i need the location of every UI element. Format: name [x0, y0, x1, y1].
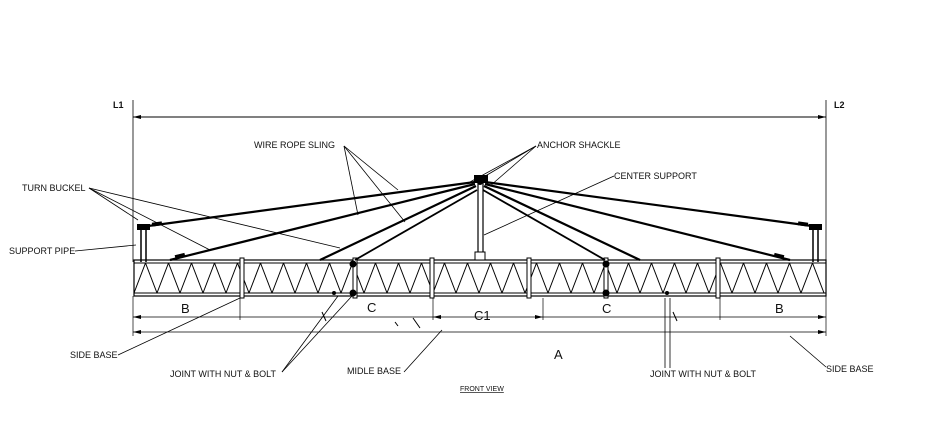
- center-support-label: CENTER SUPPORT: [614, 171, 697, 181]
- truss-diagonal: [743, 262, 756, 294]
- truss-diagonal: [271, 262, 284, 294]
- truss-diagonal: [754, 262, 767, 294]
- truss-diagonal: [179, 262, 192, 294]
- dim-c1: C1: [474, 308, 491, 323]
- joint-bolts: [332, 260, 669, 297]
- truss-diagonal: [800, 262, 813, 294]
- l2-label: L2: [834, 100, 845, 110]
- truss-diagonals: [133, 262, 825, 294]
- truss-diagonal: [444, 262, 457, 294]
- truss-diagonal: [777, 262, 790, 294]
- truss-diagonal: [467, 262, 480, 294]
- front-view-title: FRONT VIEW: [460, 386, 504, 393]
- dim-c-left: C: [367, 300, 376, 315]
- truss-diagonal: [582, 262, 595, 294]
- l1-label: L1: [113, 100, 124, 110]
- truss-diagonal: [766, 262, 779, 294]
- anchor-shackle-label: ANCHOR SHACKLE: [537, 140, 621, 150]
- dim-c-right: C: [602, 301, 611, 316]
- turn-buckel-label: TURN BUCKEL: [22, 183, 86, 193]
- truss-diagonal: [329, 262, 342, 294]
- truss-diagonal: [559, 262, 572, 294]
- truss-diagonal: [536, 262, 549, 294]
- truss-diagonal: [133, 262, 146, 294]
- truss-diagonal: [386, 262, 399, 294]
- side-base-right-label: SIDE BASE: [826, 364, 874, 374]
- truss-diagonal: [156, 262, 169, 294]
- leader-lines: [74, 145, 827, 373]
- truss-diagonal: [720, 262, 733, 294]
- truss-diagonal: [547, 262, 560, 294]
- truss-diagonal: [260, 262, 273, 294]
- truss-diagonal: [363, 262, 376, 294]
- truss-diagonal: [306, 262, 319, 294]
- truss-diagonal: [340, 262, 353, 294]
- truss-diagonal: [225, 262, 238, 294]
- truss-diagonal: [697, 262, 710, 294]
- truss-diagonal: [455, 262, 468, 294]
- wire-rope-slings: [147, 179, 813, 262]
- truss-diagonal: [616, 262, 629, 294]
- joint-left-label: JOINT WITH NUT & BOLT: [170, 369, 277, 379]
- truss-diagonal: [789, 262, 802, 294]
- truss-diagonal: [674, 262, 687, 294]
- truss-diagonal: [662, 262, 675, 294]
- truss-diagonal: [145, 262, 158, 294]
- truss-diagonal: [214, 262, 227, 294]
- wire-rope-sling-label: WIRE ROPE SLING: [254, 140, 335, 150]
- truss-beam: [133, 257, 827, 299]
- truss-diagonal: [248, 262, 261, 294]
- truss-diagonal: [191, 262, 204, 294]
- truss-diagonal: [478, 262, 491, 294]
- truss-diagonal: [639, 262, 652, 294]
- dim-b-left: B: [181, 301, 190, 316]
- truss-diagonal: [685, 262, 698, 294]
- truss-diagonal: [168, 262, 181, 294]
- truss-diagonal: [375, 262, 388, 294]
- side-base-left-label: SIDE BASE: [70, 350, 118, 360]
- support-pipe-label: SUPPORT PIPE: [9, 246, 75, 256]
- joint-right-label: JOINT WITH NUT & BOLT: [650, 369, 757, 379]
- truss-diagonal: [398, 262, 411, 294]
- support-pipes: [137, 224, 822, 262]
- truss-diagonal: [432, 262, 445, 294]
- truss-diagonal: [294, 262, 307, 294]
- center-support-mast: [474, 175, 488, 261]
- section-dimensions: [132, 296, 827, 336]
- truss-diagonal: [202, 262, 215, 294]
- truss-diagonal: [812, 262, 825, 294]
- truss-diagonal: [513, 262, 526, 294]
- truss-diagonal: [570, 262, 583, 294]
- truss-diagonal: [283, 262, 296, 294]
- truss-diagonal: [317, 262, 330, 294]
- dim-b-right: B: [775, 301, 784, 316]
- truss-diagonal: [731, 262, 744, 294]
- truss-diagonal: [651, 262, 664, 294]
- dim-a: A: [554, 347, 563, 362]
- truss-diagonal: [409, 262, 422, 294]
- truss-diagonal: [490, 262, 503, 294]
- overall-length-dimension: [132, 100, 827, 262]
- midle-base-label: MIDLE BASE: [347, 366, 401, 376]
- truss-diagonal: [628, 262, 641, 294]
- truss-diagonal: [501, 262, 514, 294]
